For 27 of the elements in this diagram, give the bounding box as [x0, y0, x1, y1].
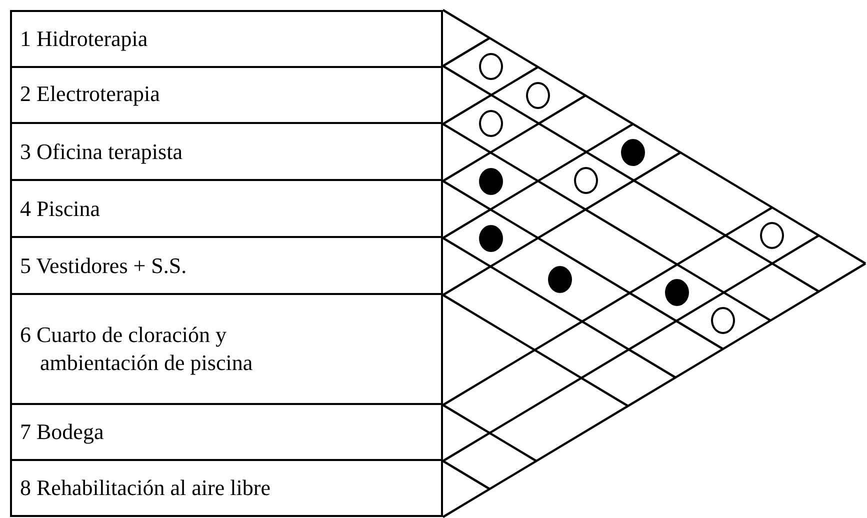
filled-circle-mark	[478, 224, 502, 252]
room-label: 2 Electroterapia	[20, 80, 161, 108]
filled-circle-mark	[548, 266, 572, 294]
open-circle-mark	[478, 53, 502, 80]
table-row	[10, 405, 443, 461]
open-circle-mark	[574, 167, 598, 194]
open-circle-mark	[760, 222, 784, 249]
room-label: 7 Bodega	[20, 418, 105, 446]
table-row	[10, 66, 443, 124]
table-row	[10, 10, 443, 68]
table-row	[10, 461, 443, 517]
table-row	[10, 295, 443, 405]
table-row	[10, 181, 443, 238]
room-label: 8 Rehabilitación al aire libre	[20, 474, 270, 502]
open-circle-mark	[526, 82, 550, 109]
room-label: 3 Oficina terapista	[20, 138, 182, 166]
room-label: 6 Cuarto de cloración y ambientación de piscina	[20, 321, 254, 377]
table-row	[10, 238, 443, 295]
open-circle-mark	[478, 110, 503, 138]
open-circle-mark	[711, 307, 736, 334]
room-label: 4 Piscina	[20, 194, 102, 222]
filled-circle-mark	[664, 279, 689, 306]
room-label: 1 Hidroterapia	[20, 25, 149, 53]
filled-circle-mark	[621, 138, 646, 166]
room-label: 5 Vestidores + S.S.	[20, 252, 187, 280]
table-row	[10, 124, 443, 181]
filled-circle-mark	[478, 168, 502, 194]
